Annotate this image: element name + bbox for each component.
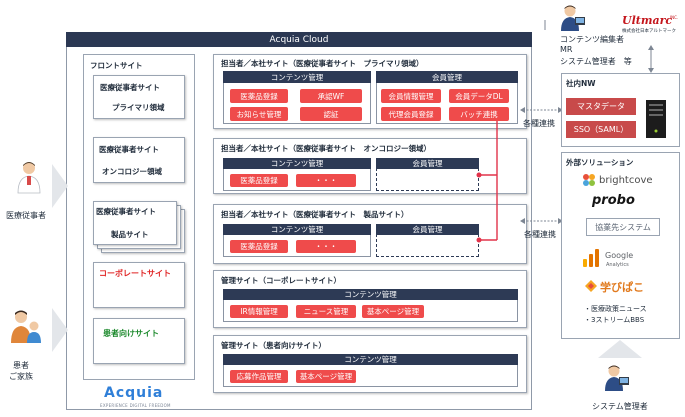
patient-content-header: コンテンツ管理 — [223, 354, 518, 365]
primary-content-item-notice[interactable]: お知らせ管理 — [230, 107, 288, 121]
panel-primary-title: 担当者／本社サイト（医療従事者サイト プライマリ領域） — [221, 59, 424, 68]
front-site-primary-line1: 医療従事者サイト — [100, 83, 160, 92]
oncology-content-item-more[interactable]: ・・・ — [296, 174, 356, 187]
panel-oncology-title: 担当者／本社サイト（医療従事者サイト オンコロジー領域） — [221, 144, 431, 153]
internal-nw-sso[interactable]: SSO（SAML） — [566, 121, 636, 138]
panel-corporate-title: 管理サイト（コーポレートサイト） — [221, 276, 341, 285]
editor-icon — [561, 5, 585, 31]
patient-icon — [11, 310, 41, 343]
primary-member-item-download[interactable]: 会員データDL — [449, 89, 509, 103]
manabipa-label: 学びぱこ — [600, 281, 644, 294]
ultmarc-logo-name: Ultmarc — [622, 14, 673, 27]
product-content-item-more[interactable]: ・・・ — [296, 240, 356, 253]
internal-nw-title: 社内NW — [566, 79, 596, 88]
front-site-product-line1: 医療従事者サイト — [96, 207, 156, 216]
front-site-primary[interactable] — [93, 75, 185, 119]
external-bullet-2: ・3ストリームBBS — [584, 316, 645, 324]
oncology-member-header: 会員管理 — [376, 158, 479, 169]
primary-member-header: 会員管理 — [376, 71, 518, 83]
medical-arrow — [52, 164, 68, 208]
oncology-content-header: コンテンツ管理 — [223, 158, 371, 169]
acquia-tagline: EXPERIENCE DIGITAL FREEDOM — [100, 403, 171, 408]
doctor-icon — [17, 162, 41, 194]
patient-arrow — [52, 308, 68, 352]
internal-nw-master-data[interactable]: マスタデータ — [566, 98, 636, 115]
front-site-primary-line2: プライマリ領域 — [112, 103, 165, 112]
front-site-title: フロントサイト — [90, 61, 143, 70]
front-site-corporate-label: コーポレートサイト — [99, 269, 171, 278]
google-label: Google — [605, 251, 634, 260]
medical-label: 医療従事者 — [6, 211, 46, 220]
front-site-oncology-line1: 医療従事者サイト — [99, 145, 159, 154]
front-site-patient[interactable] — [93, 318, 185, 364]
front-site-corporate[interactable] — [93, 262, 185, 308]
acquia-cloud-title: Acquia Cloud — [66, 32, 532, 47]
panel-product-title: 担当者／本社サイト（医療従事者サイト 製品サイト） — [221, 210, 409, 219]
editor-line3: システム管理者 等 — [560, 57, 632, 66]
corporate-content-header: コンテンツ管理 — [223, 289, 518, 300]
corporate-content-item-news[interactable]: ニュース管理 — [296, 305, 356, 318]
external-title: 外部ソリューション — [566, 158, 634, 167]
front-site-oncology[interactable] — [93, 137, 185, 183]
editor-line1: コンテンツ編集者 — [560, 35, 624, 44]
primary-member-item-batch[interactable]: バッチ連携 — [449, 107, 509, 121]
product-content-header: コンテンツ管理 — [223, 224, 371, 235]
brightcove-label: brightcove — [599, 175, 653, 186]
kyokai-system[interactable]: 協業先システム — [586, 218, 660, 236]
up-arrow-icon — [598, 340, 642, 358]
primary-member-item-info[interactable]: 会員情報管理 — [381, 89, 441, 103]
manabipa-icon — [585, 280, 597, 292]
front-site-oncology-line2: オンコロジー領域 — [102, 167, 162, 176]
brightcove-icon — [583, 174, 595, 186]
product-content-item-drug[interactable]: 医薬品登録 — [230, 240, 288, 253]
front-site-patient-label: 患者向けサイト — [103, 329, 159, 338]
patient-label-line2: ご家族 — [9, 372, 33, 381]
panel-patient-title: 管理サイト（患者向けサイト） — [221, 341, 326, 350]
front-site-product[interactable] — [93, 201, 177, 245]
ultmarc-logo: Ultmarc INC. 株式会社日本アルトマーク — [622, 14, 680, 40]
analytics-label: Analytics — [606, 262, 629, 268]
product-member-header: 会員管理 — [376, 224, 479, 235]
ultmarc-logo-subtitle: 株式会社日本アルトマーク — [622, 29, 676, 34]
external-bullet-1: ・医療政策ニュース — [584, 305, 647, 313]
primary-content-item-approval[interactable]: 承認WF — [300, 89, 362, 103]
editor-line2: MR — [560, 45, 573, 54]
primary-content-item-drug[interactable]: 医薬品登録 — [230, 89, 288, 103]
ultmarc-logo-suffix: INC. — [670, 15, 679, 20]
corporate-content-item-basic[interactable]: 基本ページ管理 — [362, 305, 424, 318]
corporate-content-item-ir[interactable]: IR情報管理 — [230, 305, 288, 318]
patient-content-item-entry[interactable]: 応募作品管理 — [230, 370, 288, 383]
system-admin-label: システム管理者 — [592, 402, 648, 411]
probo-label: probo — [592, 193, 635, 208]
primary-content-item-auth[interactable]: 認証 — [300, 107, 362, 121]
server-icon — [646, 100, 666, 138]
link-label-internal: 各種連携 — [523, 119, 555, 128]
patient-content-item-basic[interactable]: 基本ページ管理 — [296, 370, 356, 383]
link-label-external: 各種連携 — [524, 230, 556, 239]
system-admin-icon — [605, 365, 629, 391]
external-box — [561, 152, 680, 339]
google-analytics-icon — [583, 249, 599, 267]
acquia-logo: Acquia — [104, 385, 164, 401]
oncology-content-item-drug[interactable]: 医薬品登録 — [230, 174, 288, 187]
primary-member-item-proxy[interactable]: 代理会員登録 — [381, 107, 441, 121]
primary-content-header: コンテンツ管理 — [223, 71, 371, 83]
patient-label-line1: 患者 — [13, 361, 29, 370]
front-site-product-line2: 製品サイト — [111, 230, 149, 239]
